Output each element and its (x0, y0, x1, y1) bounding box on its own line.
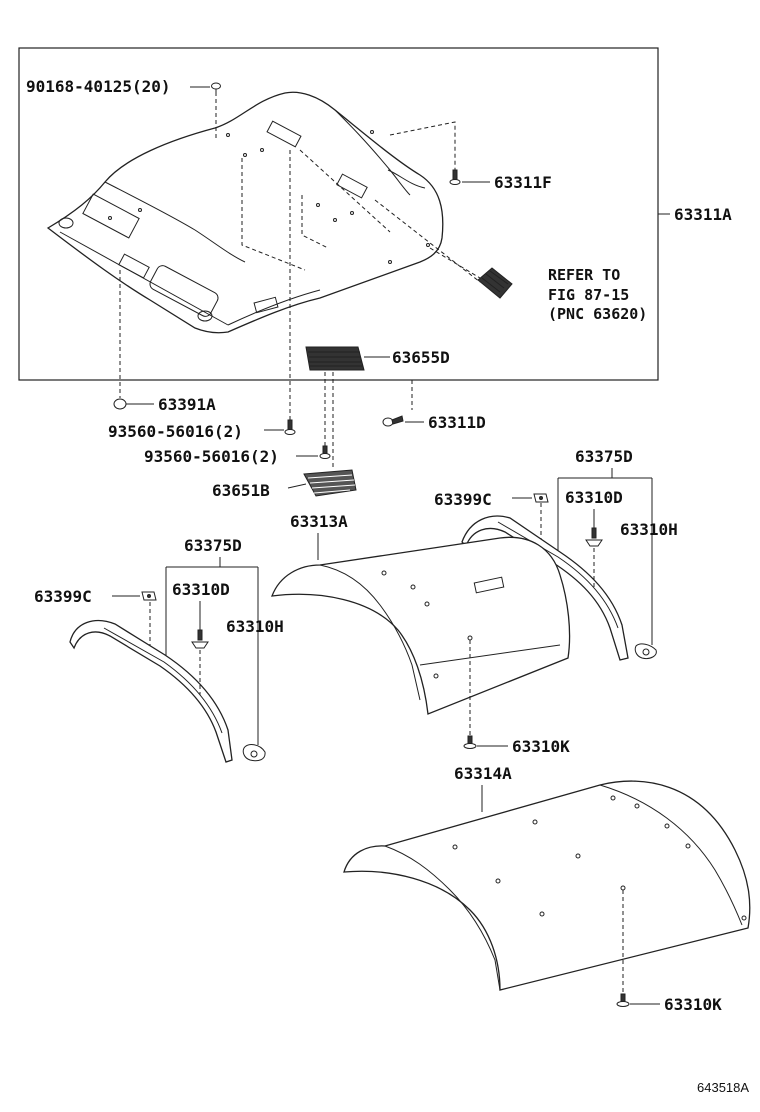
label-63399C-right: 63399C (434, 490, 492, 509)
label-63310K-mid: 63310K (512, 737, 570, 756)
label-63651B: 63651B (212, 481, 270, 500)
vanity-lamp-part (477, 267, 513, 299)
grille-63651B (303, 469, 357, 497)
label-63375D-right: 63375D (575, 447, 633, 466)
label-63310H-right: 63310H (620, 520, 678, 539)
clip-icon (211, 82, 221, 93)
label-63310K-bottom: 63310K (664, 995, 722, 1014)
label-93560-56016-b: 93560-56016(2) (144, 447, 279, 466)
label-63399C-left: 63399C (34, 587, 92, 606)
roof-panel-63314A (343, 780, 751, 991)
label-63310D-left: 63310D (172, 580, 230, 599)
label-63313A: 63313A (290, 512, 348, 531)
figure-id: 643518A (697, 1080, 749, 1095)
label-63310D-right: 63310D (565, 488, 623, 507)
screw-icon (585, 527, 603, 547)
grille-plate-63655D (305, 346, 365, 371)
label-63314A: 63314A (454, 764, 512, 783)
grommet-icon (113, 398, 127, 410)
screw-icon (191, 629, 209, 649)
refer-to-line1: REFER TO (548, 266, 620, 284)
label-90168-40125: 90168-40125(20) (26, 77, 171, 96)
clip-nut-icon (141, 591, 157, 601)
roof-panel-63313A (271, 536, 571, 715)
label-63310H-left: 63310H (226, 617, 284, 636)
label-93560-56016-a: 93560-56016(2) (108, 422, 243, 441)
label-63311D: 63311D (428, 413, 486, 432)
refer-to-line3: (PNC 63620) (548, 305, 647, 323)
label-63655D: 63655D (392, 348, 450, 367)
side-rail-right (461, 515, 629, 661)
headliner-panel (46, 91, 444, 334)
screw-icon (449, 169, 461, 185)
screw-icon (463, 735, 477, 749)
clip-icon (242, 744, 266, 762)
label-63311F: 63311F (494, 173, 552, 192)
screw-icon (616, 993, 630, 1007)
label-63391A: 63391A (158, 395, 216, 414)
label-63375D-left: 63375D (184, 536, 242, 555)
refer-to-line2: FIG 87-15 (548, 286, 629, 304)
label-63311A: 63311A (674, 205, 732, 224)
screw-icon (319, 445, 331, 459)
side-rail-left (69, 619, 233, 763)
screw-icon (284, 419, 296, 435)
clip-nut-icon (533, 493, 549, 503)
screw-icon (382, 415, 404, 427)
clip-icon (634, 643, 657, 659)
